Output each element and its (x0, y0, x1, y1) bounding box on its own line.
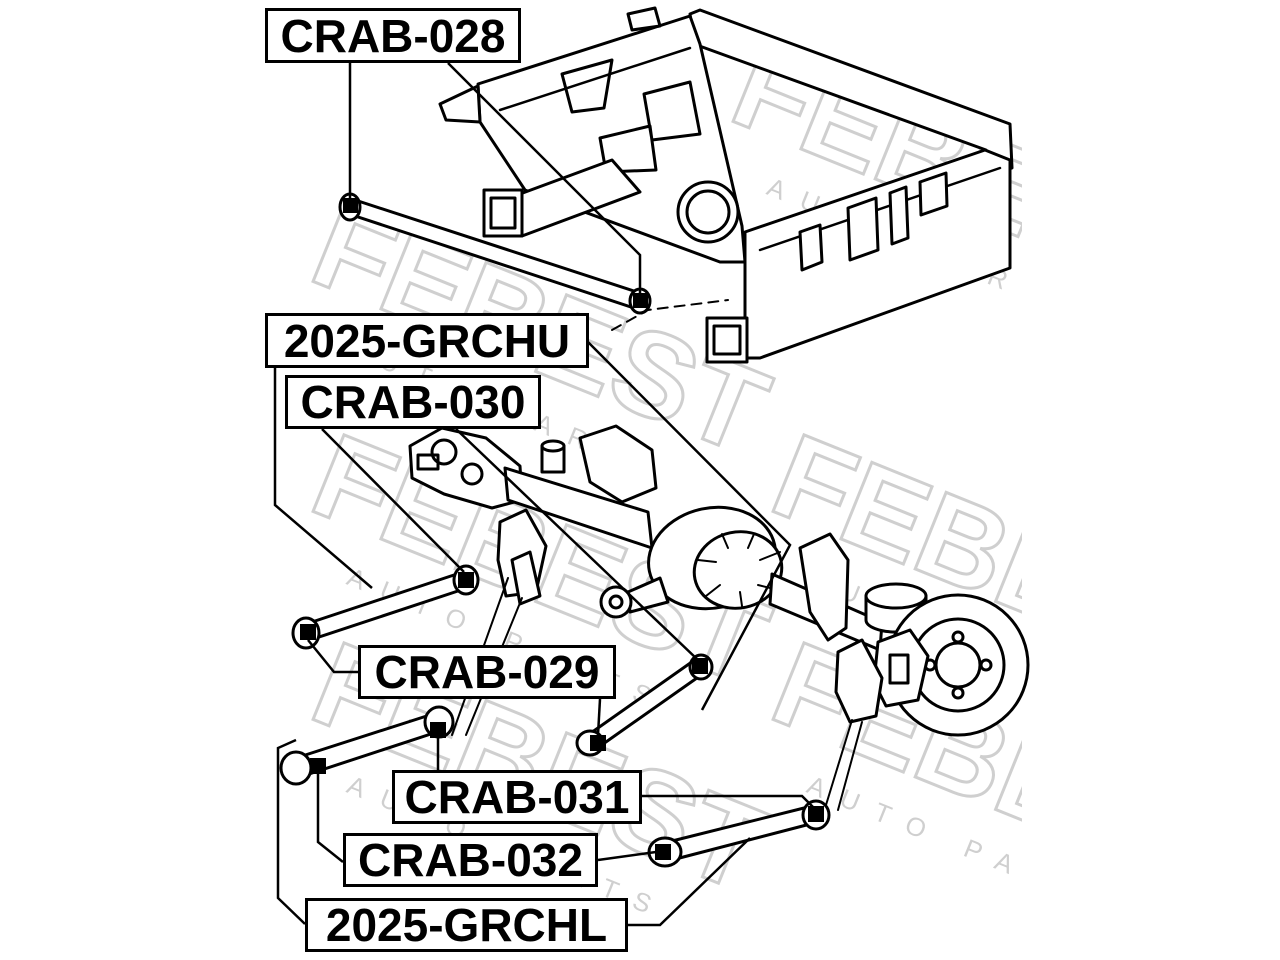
shock-bracket (798, 532, 850, 642)
leader-line-crab-030-left (321, 428, 465, 573)
pinion-flange-center (608, 594, 624, 610)
callout-crab-031: CRAB-031 (392, 770, 642, 824)
bushing-markers (300, 198, 824, 860)
callout-2025-grchl: 2025-GRCHL (305, 898, 628, 952)
pointer-marker (310, 758, 326, 774)
callout-crab-032: CRAB-032 (343, 833, 598, 887)
pointer-marker (655, 844, 671, 860)
left-brake-details (416, 438, 484, 486)
leader-line-crab-032-left (316, 774, 344, 863)
leader-line-2025-grchu-right (587, 341, 792, 711)
pointer-marker (633, 293, 648, 308)
part-number-label: 2025-GRCHU (283, 314, 571, 367)
part-number-label: CRAB-031 (404, 771, 630, 823)
leader-line-crab-029-left (307, 639, 358, 674)
rear-frame (438, 6, 1014, 364)
leader-line-crab-029-right (596, 698, 602, 736)
part-number-label: CRAB-030 (300, 376, 526, 428)
part-number-label: 2025-GRCHL (325, 899, 608, 951)
leader-line-2025-grchl-right (628, 837, 751, 927)
axle-top-bracket (578, 424, 658, 504)
frame-bracket-tabs (438, 6, 662, 124)
pointer-marker (343, 198, 358, 213)
leader-line-crab-030-right (455, 428, 699, 661)
axle-vent-cap (540, 439, 566, 453)
part-number-label: CRAB-032 (358, 834, 583, 886)
leader-line-crab-028-right (447, 62, 642, 293)
leader-line-crab-031-right (642, 794, 815, 809)
rear-axle (408, 424, 1030, 737)
wheel-studs (923, 630, 993, 700)
right-link-bracket (834, 638, 884, 724)
part-number-label: CRAB-028 (280, 9, 506, 62)
brake-caliper-piston (888, 653, 910, 685)
leader-line-2025-grchu-left (273, 368, 373, 589)
leader-line-2025-grchl-left (276, 738, 306, 925)
pointer-marker (692, 658, 708, 674)
frame-tube-end (705, 316, 749, 364)
pointer-marker (300, 624, 316, 640)
wheel-hub (934, 641, 982, 689)
callout-2025-grchu: 2025-GRCHU (265, 313, 589, 368)
pointer-marker (808, 806, 824, 822)
leader-lines (273, 62, 815, 927)
crossmember-inner-edge (498, 46, 692, 112)
pointer-marker (590, 735, 606, 751)
rail-windows (798, 171, 949, 272)
pointer-marker (430, 722, 446, 738)
callout-crab-030: CRAB-030 (285, 375, 541, 429)
left-link-bracket-plate (510, 550, 542, 606)
crossmember-holes (560, 58, 702, 174)
frame-round-hole-inner (685, 189, 731, 235)
link-bushing (279, 750, 313, 786)
pointer-marker (458, 572, 474, 588)
callout-crab-028: CRAB-028 (265, 8, 521, 63)
spring-seat-top (864, 582, 928, 610)
leader-line-crab-032-right (597, 850, 657, 862)
part-number-label: CRAB-029 (374, 646, 600, 698)
frame-tube-end (482, 188, 524, 238)
callout-crab-029: CRAB-029 (358, 645, 616, 699)
